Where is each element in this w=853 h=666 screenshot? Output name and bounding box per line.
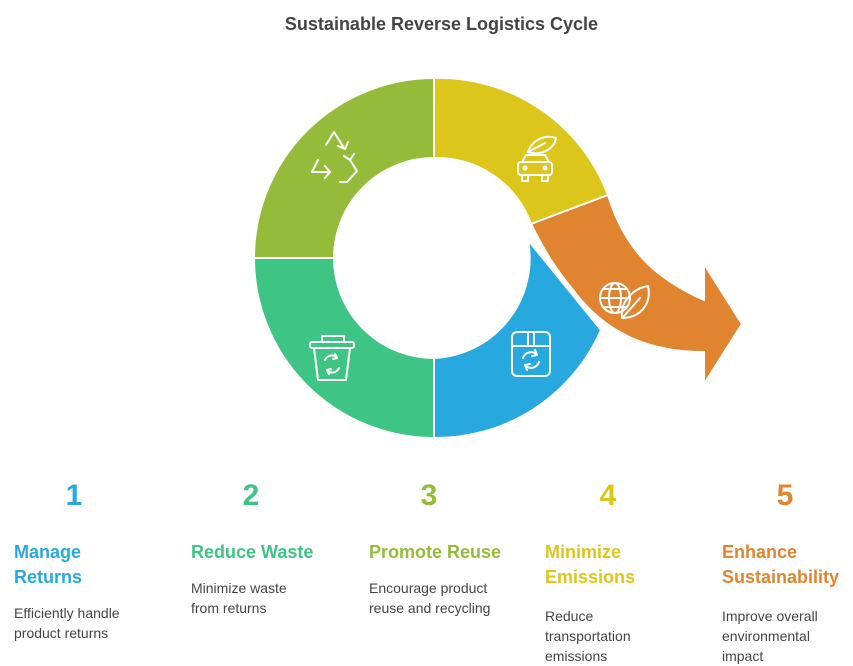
step-description: Improve overall environmental impact bbox=[722, 608, 818, 664]
step-number: 3 bbox=[420, 479, 438, 512]
step-title: Minimize Emissions bbox=[545, 542, 636, 587]
recycle-icon bbox=[311, 131, 358, 183]
cycle-diagram bbox=[252, 76, 744, 440]
step-number: 4 bbox=[599, 479, 617, 512]
step-description: Efficiently handle product returns bbox=[14, 605, 120, 641]
recycle-box-icon bbox=[511, 331, 551, 377]
car-leaf-icon bbox=[517, 135, 557, 182]
step-description: Minimize waste from returns bbox=[191, 580, 287, 616]
step-number: 5 bbox=[776, 479, 794, 512]
step-title: Promote Reuse bbox=[369, 542, 502, 562]
globe-leaf-icon bbox=[599, 282, 650, 319]
step-description: Reduce transportation emissions bbox=[545, 608, 631, 664]
diagram-title: Sustainable Reverse Logistics Cycle bbox=[284, 14, 599, 34]
step-number: 1 bbox=[65, 479, 83, 512]
step-title: Enhance Sustainability bbox=[722, 542, 840, 587]
recycle-bin-icon bbox=[309, 335, 355, 381]
step-description: Encourage product reuse and recycling bbox=[369, 580, 491, 616]
segment-recycle bbox=[252, 76, 435, 259]
step-title: Manage Returns bbox=[14, 542, 83, 587]
segment-eco-transport bbox=[433, 76, 610, 226]
step-number: 2 bbox=[242, 479, 260, 512]
step-title: Reduce Waste bbox=[191, 542, 314, 562]
